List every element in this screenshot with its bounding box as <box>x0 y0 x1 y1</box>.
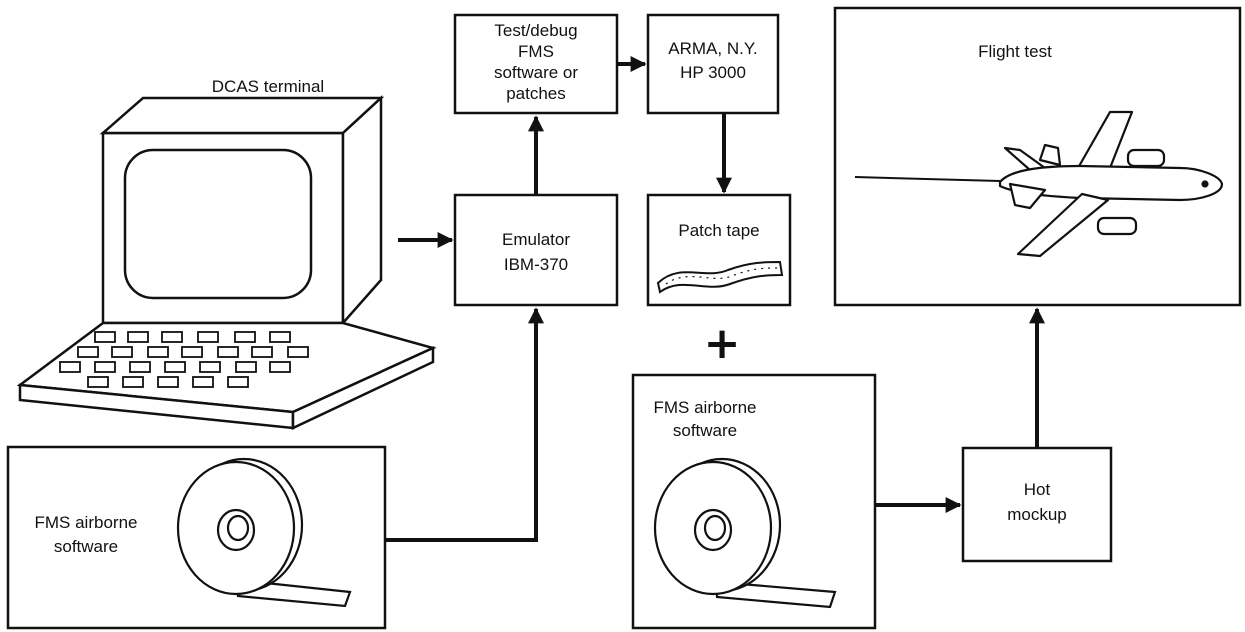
tape-reel-icon <box>176 457 352 608</box>
tape-reel-icon <box>653 457 837 609</box>
flight-path-line <box>854 176 1001 182</box>
test-debug-label-line4: patches <box>506 84 566 103</box>
plus-sign: + <box>704 318 741 369</box>
test-debug-label-line2: FMS <box>518 42 554 61</box>
paper-tape-icon <box>656 260 784 294</box>
hot-mockup-box: Hot mockup <box>961 446 1113 563</box>
arrow-fms-left-to-emulator <box>385 307 544 542</box>
connectors <box>385 56 1045 542</box>
hot-mockup-label-line1: Hot <box>1024 480 1051 499</box>
emulator-label-line2: IBM-370 <box>504 255 568 274</box>
emulator-label-line1: Emulator <box>502 230 570 249</box>
flight-test-box: Flight test <box>833 6 1242 307</box>
computer-terminal-icon <box>16 95 437 430</box>
patch-tape-box: Patch tape <box>646 193 792 307</box>
dcas-terminal-label: DCAS terminal <box>212 77 324 96</box>
test-debug-label-line1: Test/debug <box>494 21 577 40</box>
test-debug-label-line3: software or <box>494 63 578 82</box>
fms-mid-label-line2: software <box>673 421 737 440</box>
arma-box: ARMA, N.Y. HP 3000 <box>646 13 780 115</box>
arma-label-line1: ARMA, N.Y. <box>668 39 757 58</box>
fms-airborne-middle-box: FMS airborne software <box>631 373 877 630</box>
fms-left-label-line1: FMS airborne <box>35 513 138 532</box>
arma-label-line2: HP 3000 <box>680 63 746 82</box>
airplane-icon <box>998 110 1224 258</box>
flight-test-label: Flight test <box>978 42 1052 61</box>
test-debug-box: Test/debug FMS software or patches <box>453 13 619 115</box>
hot-mockup-label-line2: mockup <box>1007 505 1067 524</box>
emulator-box: Emulator IBM-370 <box>453 193 619 307</box>
fms-mid-label-line1: FMS airborne <box>654 398 757 417</box>
dcas-terminal-group: DCAS terminal <box>16 77 437 430</box>
fms-left-label-line2: software <box>54 537 118 556</box>
patch-tape-label: Patch tape <box>678 221 759 240</box>
fms-airborne-left-box: FMS airborne software <box>6 445 387 630</box>
